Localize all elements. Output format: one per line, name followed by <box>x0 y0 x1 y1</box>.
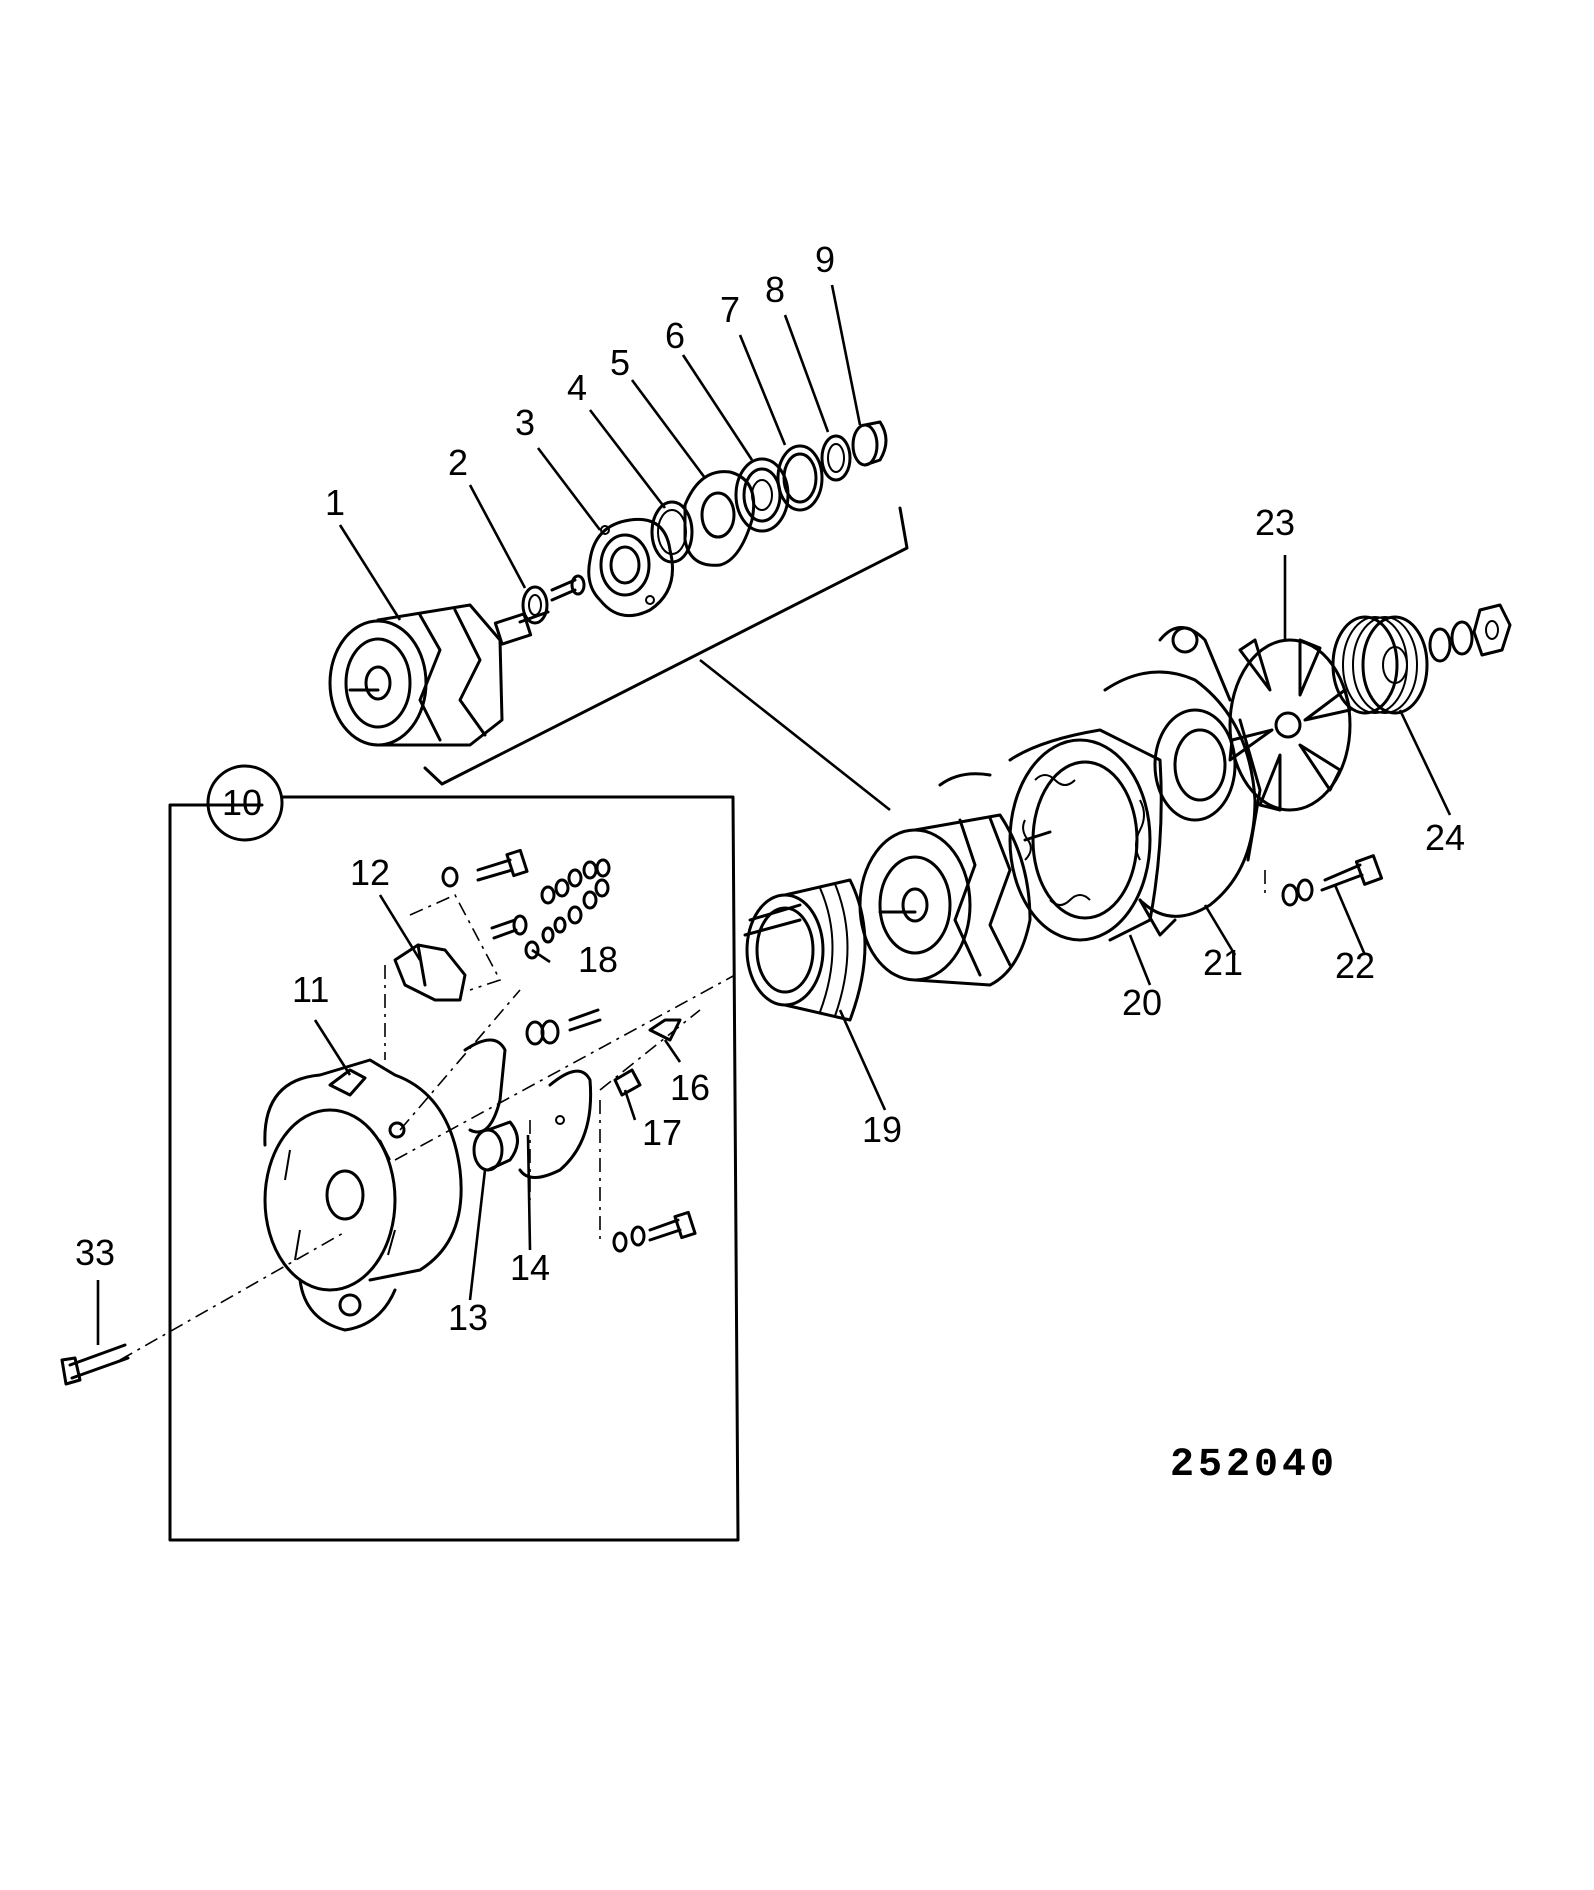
part-12-brush-holder <box>393 943 467 1002</box>
callout-1: 1 <box>325 482 345 523</box>
heat-sink-screws <box>525 1008 697 1253</box>
top-subassembly-bracket <box>423 506 909 812</box>
part-13-sleeve <box>472 1120 519 1172</box>
callout-19: 19 <box>862 1109 902 1150</box>
callout-numbers: 1 2 3 4 5 6 7 8 9 10 11 12 13 14 16 17 1… <box>75 239 1465 1338</box>
callout-21: 21 <box>1203 942 1243 983</box>
callout-3: 3 <box>515 402 535 443</box>
part-1-rotor <box>328 603 550 747</box>
callout-13: 13 <box>448 1297 488 1338</box>
callout-22: 22 <box>1335 945 1375 986</box>
box-10-frame <box>168 795 740 1542</box>
part-20-stator <box>938 728 1163 942</box>
part-7-bearing-cup <box>776 444 824 512</box>
box-10-assembly-lines <box>119 893 736 1361</box>
callout-2: 2 <box>448 442 468 483</box>
part-22-through-bolt <box>1281 854 1384 907</box>
callout-14: 14 <box>510 1247 550 1288</box>
part-11-rear-housing <box>263 1058 463 1332</box>
callout-20: 20 <box>1122 982 1162 1023</box>
part-16-terminal <box>648 1018 682 1042</box>
screw <box>550 574 586 602</box>
part-5-cover-plate <box>683 470 756 567</box>
part-9-spacer-sleeve <box>851 420 888 467</box>
part-3-retainer-plate <box>587 517 674 618</box>
callout-leaders <box>96 284 1452 1345</box>
part-33-long-bolt <box>60 1343 130 1386</box>
brush-holder-screws <box>441 848 529 940</box>
callout-18: 18 <box>578 939 618 980</box>
callout-4: 4 <box>567 367 587 408</box>
part-23-fan <box>1228 638 1352 812</box>
callout-8: 8 <box>765 269 785 310</box>
callout-11: 11 <box>292 969 329 1010</box>
rotor-assembly <box>858 813 1052 987</box>
callout-7: 7 <box>720 289 740 330</box>
part-8-washer <box>820 434 852 482</box>
part-18-washer-stack <box>524 858 611 960</box>
part-19-slip-ring-housing <box>743 878 867 1022</box>
callout-23: 23 <box>1255 502 1295 543</box>
part-24-pulley <box>1331 615 1429 715</box>
part-17-terminal <box>613 1068 642 1097</box>
callout-33: 33 <box>75 1232 115 1273</box>
part-21-drive-end-housing <box>1103 626 1262 937</box>
callout-10-circle <box>206 764 284 842</box>
callout-12: 12 <box>350 852 390 893</box>
callout-17: 17 <box>642 1112 682 1153</box>
callout-5: 5 <box>610 342 630 383</box>
part-2-washer <box>521 585 549 625</box>
callout-16: 16 <box>670 1067 710 1108</box>
callout-24: 24 <box>1425 817 1465 858</box>
drawing-number: 252040 <box>1170 1443 1338 1488</box>
callout-9: 9 <box>815 239 835 280</box>
callout-10: 10 <box>222 782 262 823</box>
callout-6: 6 <box>665 315 685 356</box>
pulley-washer-nut <box>1428 603 1512 663</box>
